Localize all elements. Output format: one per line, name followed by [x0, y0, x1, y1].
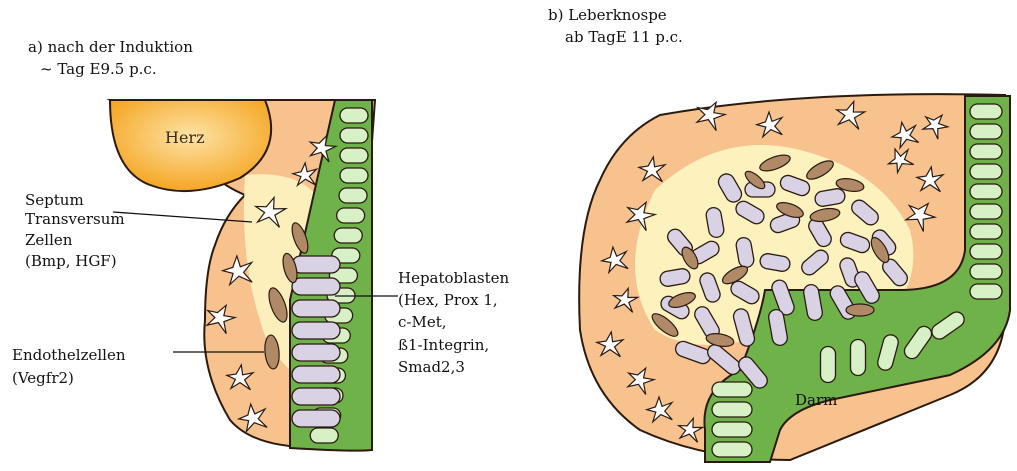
septum-label-1: Septum — [25, 191, 84, 209]
epithelial-cell — [970, 244, 1002, 259]
epithelial-cell — [340, 128, 368, 143]
endothelial-cell — [846, 304, 874, 316]
endothel-label-2: (Vegfr2) — [12, 369, 74, 387]
darm-label: Darm — [795, 391, 837, 409]
panel-b-subtitle: ab TagE 11 p.c. — [565, 28, 683, 46]
hepatoblast-cell — [292, 300, 340, 317]
panel-b-title: b) Leberknospe — [548, 6, 667, 24]
septum-label-2: Transversum — [25, 210, 125, 228]
hepatoblasten-label-3: c-Met, — [398, 313, 447, 331]
hepatoblast-cell — [292, 366, 340, 383]
epithelial-cell — [337, 208, 365, 223]
epithelial-cell — [712, 402, 752, 417]
hepatoblast-cell — [292, 322, 340, 339]
epithelial-cell — [334, 228, 362, 243]
epithelial-cell — [712, 382, 752, 397]
epithelial-cell — [340, 148, 368, 163]
epithelial-cell — [340, 108, 368, 123]
epithelial-cell — [970, 224, 1002, 239]
hepatoblast-cell — [292, 344, 340, 361]
epithelial-cell — [821, 347, 836, 383]
hepatoblasten-label-1: Hepatoblasten — [398, 269, 510, 287]
heart-label: Herz — [165, 128, 205, 147]
epithelial-cell — [970, 164, 1002, 179]
septum-label-3: Zellen — [25, 231, 73, 249]
hepatoblasten-label-4: ß1-Integrin, — [398, 336, 489, 354]
epithelial-cell — [970, 264, 1002, 279]
epithelial-cell — [970, 144, 1002, 159]
epithelial-cell — [712, 442, 752, 457]
epithelial-cell — [310, 428, 338, 443]
panel-a-subtitle: ~ Tag E9.5 p.c. — [40, 60, 157, 78]
epithelial-cell — [970, 204, 1002, 219]
panel-b: b) Leberknospe ab TagE 11 p.c. Darm — [548, 6, 1010, 462]
hepatoblast-cell — [292, 278, 340, 295]
epithelial-cell — [970, 124, 1002, 139]
panel-a: Herz a) nach der Induktion ~ Tag E9.5 p.… — [12, 38, 510, 451]
hepatoblast-cell — [292, 256, 340, 273]
hepatoblasten-label-5: Smad2,3 — [398, 358, 465, 376]
epithelial-cell — [970, 104, 1002, 119]
endothel-label-1: Endothelzellen — [12, 346, 126, 364]
panel-a-title: a) nach der Induktion — [28, 38, 193, 56]
epithelial-cell — [339, 188, 367, 203]
septum-label-4: (Bmp, HGF) — [25, 252, 117, 270]
hepatoblasten-label-2: (Hex, Prox 1, — [398, 291, 498, 309]
epithelial-cell — [340, 168, 368, 183]
epithelial-cell — [970, 284, 1002, 299]
epithelial-cell — [712, 422, 752, 437]
hepatoblast-cell — [292, 388, 340, 405]
epithelial-cell — [970, 184, 1002, 199]
hepatoblast-cell — [292, 410, 340, 427]
epithelial-cell — [851, 340, 866, 376]
